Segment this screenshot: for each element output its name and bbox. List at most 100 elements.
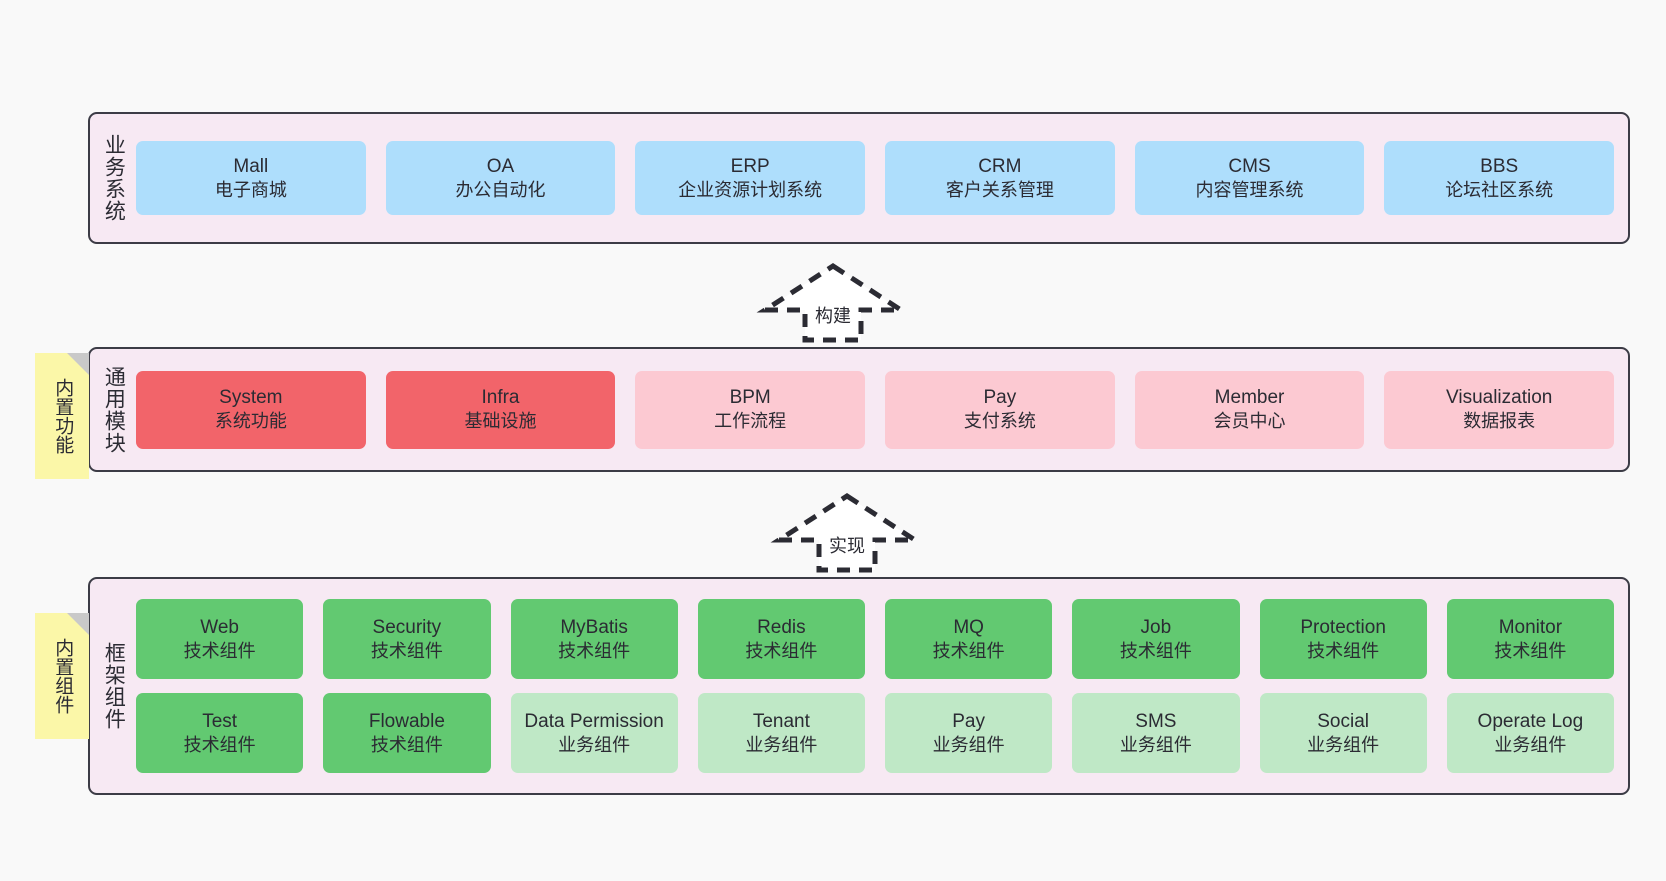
card-subtitle: 技术组件 <box>1119 640 1192 661</box>
layer-label-text: 通用模块 <box>102 365 126 454</box>
card-data-permission[interactable]: Data Permission 业务组件 <box>510 693 678 773</box>
card-flowable[interactable]: Flowable 技术组件 <box>323 693 491 773</box>
card-row-biz: Test 技术组件 Flowable 技术组件 Data Permission … <box>136 693 1614 773</box>
card-test[interactable]: Test 技术组件 <box>136 693 304 773</box>
card-crm[interactable]: CRM 客户关系管理 <box>885 141 1115 215</box>
card-subtitle: 技术组件 <box>745 640 818 661</box>
card-protection[interactable]: Protection 技术组件 <box>1259 599 1427 679</box>
card-row-tech: Web 技术组件 Security 技术组件 MyBatis 技术组件 Redi… <box>136 599 1614 679</box>
card-subtitle: 基础设施 <box>464 411 537 432</box>
card-oa[interactable]: OA 办公自动化 <box>385 141 616 215</box>
card-title: Test <box>202 710 238 732</box>
note-builtin-component: 内置组件 <box>35 613 89 739</box>
card-subtitle: 业务组件 <box>1494 734 1567 755</box>
card-title: Security <box>372 616 442 638</box>
card-bpm[interactable]: BPM 工作流程 <box>635 370 866 449</box>
card-subtitle: 业务组件 <box>1307 734 1380 755</box>
card-title: ERP <box>730 155 770 177</box>
card-subtitle: 业务组件 <box>1119 734 1192 755</box>
layer-label-business-system: 业务系统 <box>90 114 136 242</box>
card-operate-log[interactable]: Operate Log 业务组件 <box>1446 693 1614 773</box>
card-subtitle: 办公自动化 <box>455 179 546 200</box>
card-security[interactable]: Security 技术组件 <box>323 599 491 679</box>
card-monitor[interactable]: Monitor 技术组件 <box>1446 599 1614 679</box>
layer-label-common-module: 通用模块 <box>90 349 136 470</box>
card-tenant[interactable]: Tenant 业务组件 <box>697 693 865 773</box>
card-title: OA <box>486 155 515 177</box>
card-title: Infra <box>481 387 520 409</box>
card-sms[interactable]: SMS 业务组件 <box>1072 693 1240 773</box>
card-subtitle: 会员中心 <box>1213 411 1286 432</box>
card-mq[interactable]: MQ 技术组件 <box>885 599 1053 679</box>
card-job[interactable]: Job 技术组件 <box>1072 599 1240 679</box>
card-title: Tenant <box>752 710 810 732</box>
card-subtitle: 技术组件 <box>183 734 256 755</box>
card-title: Mall <box>233 155 269 177</box>
build-arrow-label: 构建 <box>815 306 851 326</box>
card-pay-component[interactable]: Pay 业务组件 <box>885 693 1053 773</box>
card-subtitle: 技术组件 <box>1494 640 1567 661</box>
card-subtitle: 系统功能 <box>214 411 287 432</box>
card-subtitle: 技术组件 <box>370 640 443 661</box>
card-subtitle: 技术组件 <box>932 640 1005 661</box>
card-row-business: Mall 电子商城 OA 办公自动化 ERP 企业资源计划系统 CRM 客户关系… <box>136 141 1615 215</box>
card-mybatis[interactable]: MyBatis 技术组件 <box>510 599 678 679</box>
card-social[interactable]: Social 业务组件 <box>1259 693 1427 773</box>
card-subtitle: 内容管理系统 <box>1195 179 1304 200</box>
card-row-module: System 系统功能 Infra 基础设施 BPM 工作流程 Pay 支付系统… <box>136 370 1615 449</box>
card-pay-module[interactable]: Pay 支付系统 <box>885 370 1115 449</box>
card-title: BBS <box>1480 155 1519 177</box>
layer-body-common-module: System 系统功能 Infra 基础设施 BPM 工作流程 Pay 支付系统… <box>136 349 1628 470</box>
card-web[interactable]: Web 技术组件 <box>136 599 304 679</box>
card-mall[interactable]: Mall 电子商城 <box>136 141 366 215</box>
card-title: Job <box>1140 616 1172 638</box>
card-subtitle: 企业资源计划系统 <box>678 179 823 200</box>
card-infra[interactable]: Infra 基础设施 <box>385 370 616 449</box>
card-title: BPM <box>729 387 771 409</box>
card-bbs[interactable]: BBS 论坛社区系统 <box>1384 141 1615 215</box>
note-fold-corner <box>67 613 89 635</box>
card-subtitle: 技术组件 <box>558 640 631 661</box>
layer-business-system[interactable]: 业务系统 Mall 电子商城 OA 办公自动化 ERP 企业资源计划系统 CRM <box>88 112 1630 244</box>
card-subtitle: 技术组件 <box>370 734 443 755</box>
note-fold-corner <box>67 353 89 375</box>
card-title: Pay <box>952 710 985 732</box>
layer-label-text: 业务系统 <box>102 134 126 222</box>
layer-body-framework-component: Web 技术组件 Security 技术组件 MyBatis 技术组件 Redi… <box>136 579 1628 793</box>
note-text: 内置功能 <box>52 378 74 454</box>
card-erp[interactable]: ERP 企业资源计划系统 <box>635 141 866 215</box>
card-title: Operate Log <box>1477 710 1584 732</box>
implement-arrow-shape <box>770 493 924 573</box>
layer-body-business-system: Mall 电子商城 OA 办公自动化 ERP 企业资源计划系统 CRM 客户关系… <box>136 114 1628 242</box>
layer-framework-component[interactable]: 框架组件 Web 技术组件 Security 技术组件 MyBatis 技术组件… <box>88 577 1630 795</box>
card-title: Member <box>1214 387 1285 409</box>
card-title: Data Permission <box>524 710 664 732</box>
implement-arrow-label: 实现 <box>829 536 865 556</box>
note-builtin-function: 内置功能 <box>35 353 89 479</box>
layer-common-module[interactable]: 通用模块 System 系统功能 Infra 基础设施 BPM 工作流程 Pay <box>88 347 1630 472</box>
card-title: Protection <box>1300 616 1386 638</box>
card-title: Monitor <box>1498 616 1563 638</box>
card-title: Flowable <box>368 710 445 732</box>
card-title: MQ <box>953 616 984 638</box>
build-arrow-shape <box>756 263 910 343</box>
layer-label-framework-component: 框架组件 <box>90 579 136 793</box>
card-system[interactable]: System 系统功能 <box>136 370 366 449</box>
card-title: Pay <box>983 387 1017 409</box>
card-title: Visualization <box>1446 387 1553 409</box>
card-title: Redis <box>757 616 806 638</box>
card-member[interactable]: Member 会员中心 <box>1134 370 1365 449</box>
card-subtitle: 客户关系管理 <box>945 179 1054 200</box>
card-cms[interactable]: CMS 内容管理系统 <box>1134 141 1365 215</box>
card-visualization[interactable]: Visualization 数据报表 <box>1384 370 1615 449</box>
build-arrow: 构建 <box>756 262 910 344</box>
card-subtitle: 电子商城 <box>214 179 287 200</box>
card-subtitle: 技术组件 <box>1307 640 1380 661</box>
card-title: SMS <box>1135 710 1177 732</box>
card-subtitle: 业务组件 <box>558 734 631 755</box>
card-title: MyBatis <box>560 616 628 638</box>
implement-arrow: 实现 <box>770 492 924 574</box>
card-subtitle: 技术组件 <box>183 640 256 661</box>
card-redis[interactable]: Redis 技术组件 <box>697 599 865 679</box>
